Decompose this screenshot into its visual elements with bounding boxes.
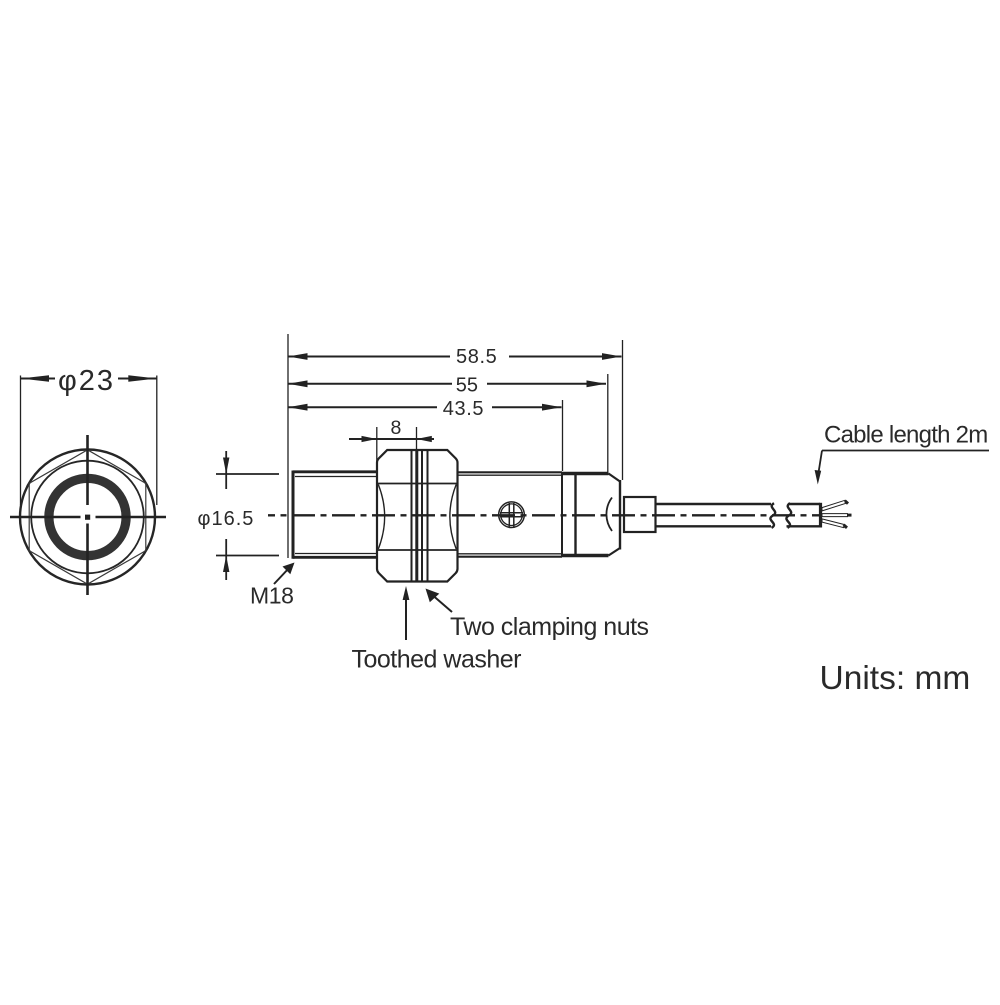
svg-text:58.5: 58.5: [456, 346, 497, 368]
svg-text:43.5: 43.5: [443, 398, 484, 420]
svg-text:φ23: φ23: [58, 365, 115, 397]
svg-text:55: 55: [456, 374, 478, 396]
svg-text:Cable length 2m: Cable length 2m: [824, 422, 988, 449]
svg-text:M18: M18: [250, 583, 294, 609]
svg-text:φ16.5: φ16.5: [198, 508, 255, 530]
svg-text:8: 8: [391, 417, 402, 439]
svg-text:Units: mm: Units: mm: [820, 660, 971, 697]
svg-text:Toothed washer: Toothed washer: [352, 646, 522, 674]
svg-text:Two clamping nuts: Two clamping nuts: [450, 613, 649, 641]
